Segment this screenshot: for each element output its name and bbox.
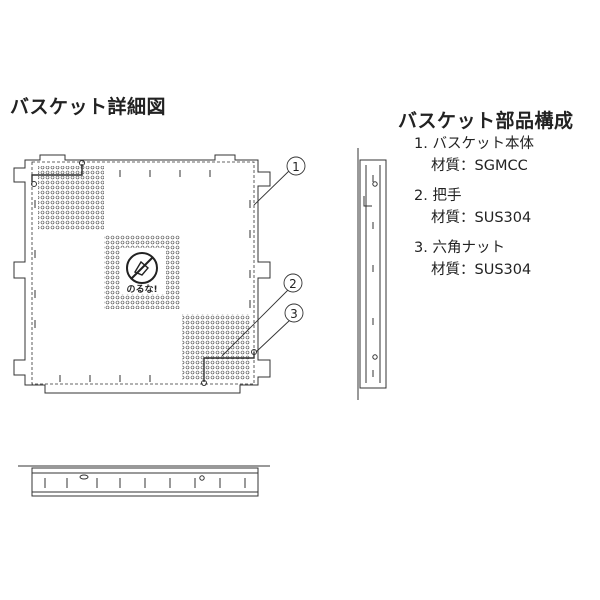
part-material: 材質：SGMCC (431, 158, 528, 174)
no-ride-logo: のるな! (120, 248, 166, 295)
parts-title: バスケット部品構成 (398, 110, 574, 132)
part-item-body: 1. バスケット本体 材質：SGMCC (414, 133, 534, 177)
perforation-zone-bottom-right (182, 314, 250, 380)
perforation-zone-top-left (38, 166, 104, 230)
flange-outline (13, 154, 271, 394)
logo-text: のるな! (126, 284, 157, 295)
part-name: 1. バスケット本体 (414, 136, 534, 152)
edge-slots (34, 170, 251, 382)
part-material: 材質：SUS304 (431, 210, 532, 226)
nut-bottom-left (201, 380, 207, 386)
callout-3-circle (284, 303, 304, 323)
front-slots (44, 478, 246, 488)
nut-top-left (31, 181, 37, 187)
callout-2-label: 2 (289, 277, 297, 291)
detail-title: バスケット詳細図 (10, 96, 167, 118)
part-name: 3. 六角ナット (414, 240, 505, 256)
top-view: のるな! (13, 154, 271, 394)
part-name: 2. 把手 (414, 188, 462, 204)
callouts: 1 2 3 (221, 156, 306, 357)
nut-top-right (79, 160, 85, 166)
callout-1-circle (286, 156, 306, 176)
callout-1-label: 1 (292, 160, 300, 174)
callout-2-circle (283, 273, 303, 293)
parts-list: 1. バスケット本体 材質：SGMCC 2. 把手 材質：SUS304 3. 六… (414, 133, 534, 289)
callout-3-label: 3 (290, 307, 298, 321)
inner-body (31, 161, 255, 385)
handle-top (31, 164, 83, 182)
part-item-nut: 3. 六角ナット 材質：SUS304 (414, 237, 534, 281)
side-view (357, 148, 387, 400)
part-material: 材質：SUS304 (431, 262, 532, 278)
part-item-handle: 2. 把手 材質：SUS304 (414, 185, 534, 229)
front-view (18, 465, 270, 497)
